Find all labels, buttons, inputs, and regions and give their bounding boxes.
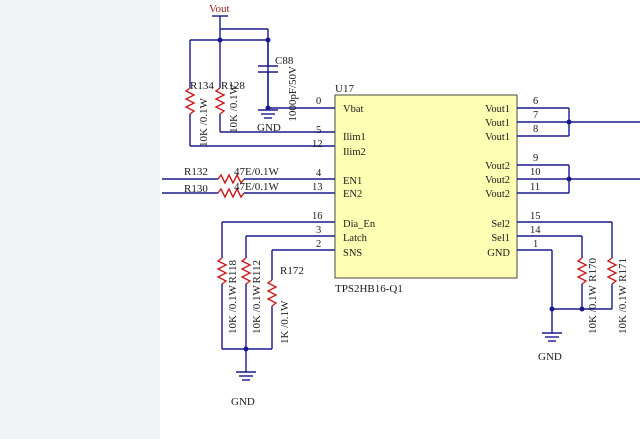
pin-num-1: 1: [533, 239, 538, 250]
vout2-net[interactable]: [517, 164, 640, 194]
ic-ref: U17: [335, 83, 354, 95]
resistor-r170[interactable]: R170 10K /0.1W: [576, 257, 599, 334]
pin-num-11: 11: [530, 182, 540, 193]
pin-num-7: 7: [533, 110, 538, 121]
pin-num-12: 12: [312, 139, 323, 150]
vout-power-port[interactable]: Vout: [209, 3, 230, 29]
pin-num-5: 5: [316, 125, 321, 136]
pin-name-vout1-c: Vout1: [485, 132, 510, 143]
resistor-r112[interactable]: R112 10K /0.1W: [240, 257, 263, 349]
left-margin-area: [0, 0, 160, 439]
ic-right-pins: Vout1 6 Vout1 7 Vout1 8 Vout2 9 Vout2 10…: [485, 96, 541, 259]
r132-ref: R132: [184, 166, 208, 178]
pin-name-en2: EN2: [343, 189, 362, 200]
gnd-symbol-c88: GND: [257, 106, 281, 134]
gnd-label-right: GND: [538, 351, 562, 363]
pin-name-en1: EN1: [343, 176, 362, 187]
gnd-label-left: GND: [231, 396, 255, 408]
pin-name-vout2-a: Vout2: [485, 161, 510, 172]
r134-ref: R134: [190, 80, 214, 92]
r112-value: 10K /0.1W: [251, 285, 263, 335]
ic-part-number: TPS2HB16-Q1: [335, 283, 403, 295]
pin-name-dia-en: Dia_En: [343, 219, 376, 230]
select-network-right: [517, 221, 613, 309]
r172-ref: R172: [280, 265, 304, 277]
pin-num-10: 10: [530, 167, 541, 178]
resistor-r172[interactable]: R172 1K /0.1W: [266, 265, 304, 349]
pin-name-sel1: Sel1: [491, 233, 510, 244]
ic-body: [334, 94, 518, 279]
pin-name-ilim2: Ilim2: [343, 147, 366, 158]
pin-name-latch: Latch: [343, 233, 368, 244]
r118-value: 10K /0.1W: [227, 285, 239, 335]
pulldown-network-left: [221, 221, 335, 280]
r172-value: 1K /0.1W: [279, 300, 291, 344]
pin-name-sns: SNS: [343, 248, 362, 259]
pin-num-4: 4: [316, 168, 322, 179]
gnd-bus-left: GND: [222, 346, 272, 408]
r171-value: 10K /0.1W: [617, 285, 629, 335]
r171-ref: R171: [617, 258, 629, 282]
pin-name-vout1-b: Vout1: [485, 118, 510, 129]
pin-num-2: 2: [316, 239, 321, 250]
r128-ref: R128: [221, 80, 245, 92]
pin-num-9: 9: [533, 153, 538, 164]
resistor-r132[interactable]: R132 47E/0.1W: [162, 166, 335, 185]
r118-ref: R118: [227, 260, 239, 284]
resistor-r118[interactable]: R118 10K /0.1W: [216, 257, 239, 349]
vout-rail: [190, 28, 335, 111]
resistor-r134[interactable]: R134 10K /0.1W: [184, 40, 335, 148]
resistor-r128[interactable]: R128 10K /0.1W: [214, 40, 335, 134]
pin-num-14: 14: [530, 225, 541, 236]
vout1-net[interactable]: [517, 107, 640, 137]
c88-ref: C88: [275, 55, 294, 67]
r130-value: 47E/0.1W: [234, 181, 280, 193]
vout-label: Vout: [209, 3, 230, 15]
pin-num-13: 13: [312, 182, 323, 193]
r128-value: 10K /0.1W: [228, 84, 240, 134]
r112-ref: R112: [251, 260, 263, 283]
r130-ref: R130: [184, 183, 208, 195]
pin-num-15: 15: [530, 211, 541, 222]
capacitor-c88[interactable]: C88 1000pF/50V: [258, 40, 299, 122]
gnd-bus-right: GND: [538, 306, 612, 363]
resistor-r171[interactable]: R171 10K /0.1W: [606, 257, 629, 335]
pin-name-vout1-a: Vout1: [485, 104, 510, 115]
pin-name-ilim1: Ilim1: [343, 132, 366, 143]
pin-num-3: 3: [316, 225, 321, 236]
c88-value: 1000pF/50V: [287, 66, 299, 122]
pin-name-sel2: Sel2: [491, 219, 510, 230]
r134-value: 10K /0.1W: [198, 98, 210, 148]
pin-name-vbat: Vbat: [343, 104, 363, 115]
gnd-label-c88: GND: [257, 122, 281, 134]
r132-value: 47E/0.1W: [234, 166, 280, 178]
pin-name-vout2-c: Vout2: [485, 189, 510, 200]
r170-ref: R170: [587, 258, 599, 282]
resistor-r130[interactable]: R130 47E/0.1W: [162, 181, 335, 199]
pin-num-16: 16: [312, 211, 323, 222]
pin-num-0: 0: [316, 96, 321, 107]
pin-name-vout2-b: Vout2: [485, 175, 510, 186]
ic-u17[interactable]: U17 TPS2HB16-Q1: [334, 83, 518, 295]
pin-num-6: 6: [533, 96, 538, 107]
ic-left-pins: Vbat 0 Ilim1 5 Ilim2 12 EN1 4 EN2 13 Dia…: [312, 96, 376, 259]
pin-name-gnd: GND: [487, 248, 510, 259]
pin-num-8: 8: [533, 124, 538, 135]
